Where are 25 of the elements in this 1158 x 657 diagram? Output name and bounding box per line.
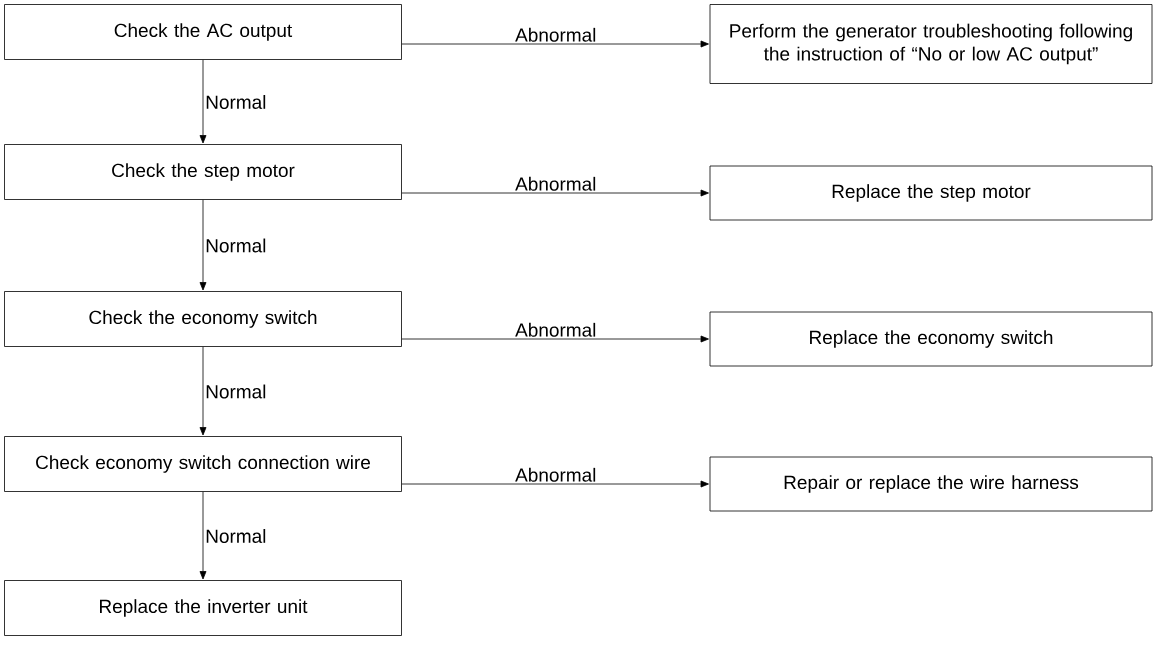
edge-label: Abnormal [514,175,598,192]
arrow [199,199,207,291]
process-box: Replace the economy switch [709,311,1153,367]
arrow [199,346,207,436]
process-box: Replace the inverter unit [4,580,402,636]
edge-label: Normal [204,383,268,400]
arrow [199,491,207,580]
arrow [401,40,709,48]
edge-label: Normal [204,94,268,110]
process-box: Replace the step motor [709,165,1153,221]
process-box: Check the step motor [4,144,402,200]
edge-label: Abnormal [514,466,598,483]
process-box: Check economy switch connection wire [4,436,402,492]
process-box: Repair or replace the wire harness [709,456,1153,512]
arrow [199,59,207,144]
arrow [401,189,709,197]
process-box: Check the AC output [4,4,402,60]
edge-label: Normal [204,528,268,544]
arrow [401,335,709,343]
edge-label: Abnormal [514,321,598,338]
process-box: Perform the generator troubleshooting following the instruction of “No or low AC output” [709,4,1153,84]
arrow [401,480,709,488]
process-box: Check the economy switch [4,291,402,347]
edge-label: Normal [204,237,268,254]
edge-label: Abnormal [514,26,598,43]
